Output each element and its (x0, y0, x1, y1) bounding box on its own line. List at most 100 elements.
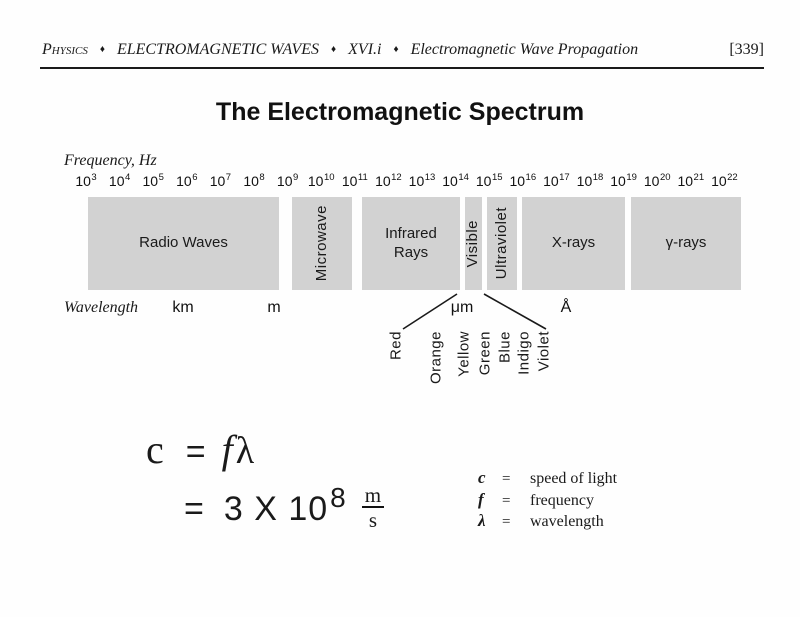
tick-exponent: 10 (323, 172, 335, 183)
band-visible: Visible (464, 197, 482, 290)
tick-exponent: 17 (559, 172, 570, 183)
visible-color-indigo: Indigo (515, 331, 533, 375)
header-segment: XVI.i (348, 41, 382, 58)
tick-base: 10 (442, 173, 458, 189)
tick-base: 10 (307, 173, 324, 189)
band-radio-waves: Radio Waves (88, 197, 279, 290)
visible-color-orange: Orange (427, 331, 445, 385)
band-x-rays: X-rays (522, 197, 625, 290)
wavelength-unit-um: μm (450, 299, 474, 316)
frequency-tick: 105 (143, 172, 164, 191)
legend-symbol: c (478, 468, 486, 487)
equation-exponent: 8 (330, 482, 346, 513)
band-label: γ-rays (665, 234, 707, 252)
tick-base: 10 (408, 173, 425, 189)
wavelength-axis-label: Wavelength (64, 299, 139, 316)
band-ultraviolet: Ultraviolet (487, 197, 517, 290)
legend-meaning: frequency (530, 491, 594, 509)
header-segment: Electromagnetic Wave Propagation (410, 41, 639, 58)
equation-line-1: c=fλ (146, 426, 254, 473)
frequency-tick: 1012 (375, 172, 402, 191)
equals-sign: = (502, 492, 511, 509)
fraction-numerator: m (361, 484, 385, 508)
tick-base: 10 (643, 173, 660, 189)
legend-row: f = frequency (478, 490, 617, 512)
header-segment: Physics (42, 41, 88, 58)
tick-exponent: 20 (659, 172, 671, 183)
frequency-tick: 1021 (677, 172, 704, 191)
equation-coefficient: 3 X 10 (223, 490, 329, 528)
tick-exponent: 14 (458, 172, 469, 183)
legend-symbol: λ (478, 511, 486, 530)
equals-sign: = (184, 490, 204, 528)
tick-exponent: 15 (491, 172, 503, 183)
band-microwave: Microwave (292, 197, 352, 290)
tick-base: 10 (711, 173, 727, 189)
frequency-tick: 1018 (577, 172, 604, 191)
header-breadcrumb: Physics ♦ ELECTROMAGNETIC WAVES ♦ XVI.i ♦ Elec… (40, 41, 640, 59)
frequency-tick: 1013 (409, 172, 436, 191)
page-title: The Electromagnetic Spectrum (215, 98, 585, 126)
tick-exponent: 11 (357, 172, 368, 183)
frequency-tick: 108 (243, 172, 264, 191)
frequency-tick: 107 (210, 172, 231, 191)
frequency-tick: 1020 (644, 172, 671, 191)
tick-exponent: 4 (124, 172, 131, 183)
header-segment: ELECTROMAGNETIC WAVES (116, 41, 320, 58)
legend-row: c=speed of light (478, 468, 617, 490)
tick-base: 10 (509, 173, 526, 189)
band-label: Ultraviolet (492, 207, 510, 280)
legend-row: λ = wavelength (478, 511, 617, 533)
frequency-tick: 1010 (308, 172, 335, 191)
tick-base: 10 (677, 173, 694, 189)
frequency-tick: 1019 (610, 172, 637, 191)
tick-base: 10 (475, 173, 492, 189)
tick-exponent: 8 (259, 172, 265, 183)
tick-base: 10 (209, 173, 226, 189)
equation-symbol-c: c (146, 427, 164, 472)
tick-base: 10 (75, 173, 91, 189)
frequency-tick: 1022 (711, 172, 738, 191)
frequency-tick: 1016 (509, 172, 536, 191)
frequency-tick: 1017 (543, 172, 570, 191)
tick-exponent: 12 (391, 172, 402, 183)
tick-base: 10 (576, 173, 593, 189)
diamond-separator-icon: ♦ (393, 44, 399, 55)
tick-exponent: 16 (525, 172, 537, 183)
tick-base: 10 (610, 173, 626, 189)
tick-exponent: 3 (91, 172, 97, 183)
band-label: X-rays (551, 234, 596, 252)
tick-exponent: 9 (292, 172, 299, 183)
band-label: Radio Waves (139, 234, 228, 252)
equals-sign: = (502, 514, 511, 530)
diamond-separator-icon: ♦ (331, 44, 337, 55)
tick-exponent: 6 (192, 172, 198, 183)
tick-base: 10 (341, 173, 358, 189)
frequency-axis-label: Frequency, Hz (64, 152, 157, 169)
frequency-tick: 106 (176, 172, 197, 191)
wavelength-unit-angstrom: Å (560, 299, 572, 316)
tick-base: 10 (142, 173, 159, 189)
tick-base: 10 (108, 173, 125, 189)
equation-symbol-lambda: λ (235, 430, 255, 472)
frequency-tick: 1015 (476, 172, 503, 191)
visible-color-blue: Blue (496, 331, 514, 364)
diamond-separator-icon: ♦ (99, 44, 105, 55)
legend-meaning: wavelength (530, 513, 604, 530)
tick-exponent: 22 (727, 172, 738, 183)
tick-base: 10 (176, 173, 192, 189)
band-label: Microwave (312, 205, 330, 282)
tick-exponent: 21 (693, 172, 705, 183)
frequency-tick: 1011 (342, 172, 368, 191)
band-gamma-rays: γ-rays (631, 197, 741, 290)
equals-sign: = (502, 471, 511, 487)
visible-color-yellow: Yellow (455, 331, 473, 377)
frequency-tick: 103 (75, 172, 96, 191)
legend-symbol: f (478, 489, 484, 509)
tick-base: 10 (543, 173, 559, 189)
frequency-tick: 109 (277, 172, 298, 191)
